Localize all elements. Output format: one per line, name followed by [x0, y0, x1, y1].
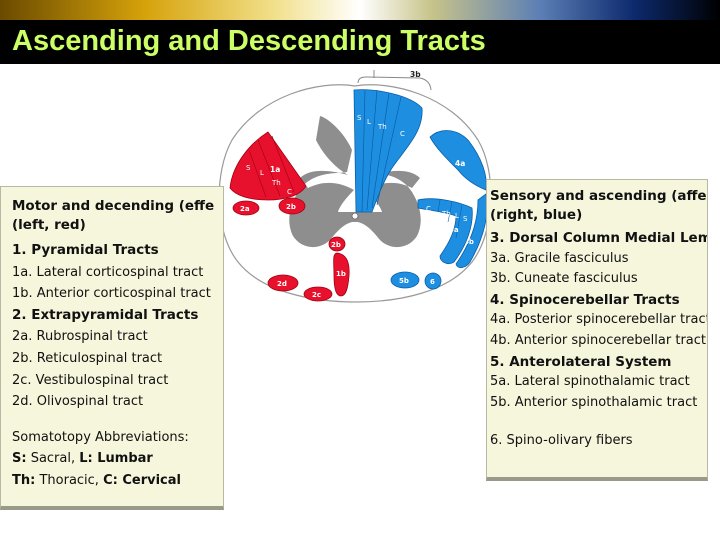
tract-6 [424, 272, 442, 290]
motor-tract-item: 1. Pyramidal Tracts [12, 242, 159, 258]
title-bar: Ascending and Descending Tracts [0, 20, 720, 64]
motor-heading-line2: (left, red) [12, 217, 86, 233]
sensory-tract-item: 4b. Anterior spinocerebellar tract [490, 332, 707, 348]
label-dc-C: C [400, 130, 405, 138]
label-st-C: C [426, 205, 431, 213]
label-5a: 5a [449, 226, 459, 234]
label-6: 6 [430, 278, 435, 286]
motor-tract-list: 1. Pyramidal Tracts 1a. Lateral corticosp… [12, 240, 223, 413]
tract-2b-lower [328, 236, 346, 252]
label-dc-L: L [367, 118, 371, 126]
motor-tract-item: 2d. Olivospinal tract [12, 394, 144, 410]
sensory-tract-item: 5b. Anterior spinothalamic tract [490, 394, 698, 410]
label-2b-lower: 2b [331, 241, 341, 249]
tract-5b [390, 271, 420, 289]
bracket-3b [357, 76, 432, 91]
sensory-tract-item: 3b. Cuneate fasciculus [490, 271, 638, 287]
label-1a-S: S [246, 164, 251, 172]
tract-2b-upper [278, 197, 306, 215]
label-dc-S: S [357, 114, 362, 122]
tract-2d [267, 274, 299, 292]
label-5b: 5b [399, 277, 409, 285]
label-4a: 4a [455, 159, 465, 168]
sensory-tract-item: 4a. Posterior spinocerebellar tract [490, 312, 708, 328]
top-decorative-band [0, 0, 720, 20]
cord-outline [218, 84, 492, 303]
sensory-tract-item: 3. Dorsal Column Medial Lemn [490, 230, 708, 246]
label-2a: 2a [240, 205, 250, 213]
tract-2a [232, 200, 260, 216]
dorsal-column-dividers [361, 89, 402, 213]
label-1b: 1b [336, 270, 346, 278]
spinal-cord-diagram: 3b S L Th C 4a 4b C Th L S 5a 5b 6 S L 1… [218, 70, 492, 303]
label-2d: 2d [277, 280, 287, 288]
sensory-tract-item: 3a. Gracile fasciculus [490, 250, 629, 266]
sensory-heading-line1: Sensory and ascending (affer [490, 188, 708, 204]
somatotopy-title: Somatotopy Abbreviations: [12, 429, 189, 445]
label-st-L: L [455, 212, 459, 220]
tract-1b [333, 252, 350, 297]
slide-title: Ascending and Descending Tracts [12, 25, 486, 57]
label-4b: 4b [464, 238, 474, 246]
motor-tract-item: 2b. Reticulospinal tract [12, 350, 163, 366]
tract-2c [303, 286, 333, 302]
central-canal [351, 212, 359, 220]
label-1a: 1a [270, 165, 280, 174]
abbr-line-2: Th: Thoracic, C: Cervical [12, 472, 181, 488]
spinothalamic-dividers [437, 199, 463, 239]
tract-3a-3b-dorsal-columns [353, 89, 423, 213]
label-2c: 2c [312, 291, 321, 299]
label-1a-Th: Th [271, 179, 281, 187]
label-1a-C: C [287, 188, 292, 196]
sensory-legend-panel: Sensory and ascending (affer (right, blu… [486, 179, 708, 481]
sensory-tract-item: 5. Anterolateral System [490, 353, 672, 370]
label-3b-top: 3b [410, 70, 421, 79]
sensory-tract-item: 4. Spinocerebellar Tracts [490, 291, 680, 308]
sensory-item-6: 6. Spino-olivary fibers [490, 433, 633, 449]
abbr-line-1: S: Sacral, L: Lumbar [12, 451, 153, 467]
label-dc-Th: Th [377, 123, 387, 131]
motor-heading-line1: Motor and decending (effe [12, 198, 215, 214]
motor-legend-panel: Motor and decending (effe (left, red) 1.… [0, 186, 224, 510]
motor-tract-item: 2a. Rubrospinal tract [12, 329, 148, 345]
label-st-S: S [463, 215, 468, 223]
tract-4b [455, 193, 488, 268]
label-1a-L: L [260, 169, 264, 177]
sensory-tract-list: 3. Dorsal Column Medial Lemn 3a. Gracile … [490, 228, 707, 413]
motor-tract-item: 1a. Lateral corticospinal tract [12, 264, 204, 280]
motor-tract-item: 1b. Anterior corticospinal tract [12, 286, 211, 302]
label-2b-upper: 2b [286, 203, 296, 211]
motor-tract-item: 2. Extrapyramidal Tracts [12, 306, 199, 323]
corticospinal-dividers [248, 135, 295, 198]
motor-tract-item: 2c. Vestibulospinal tract [12, 372, 169, 388]
sensory-heading-line2: (right, blue) [490, 207, 583, 223]
label-st-Th: Th [441, 210, 451, 218]
sensory-tract-item: 5a. Lateral spinothalamic tract [490, 374, 690, 390]
